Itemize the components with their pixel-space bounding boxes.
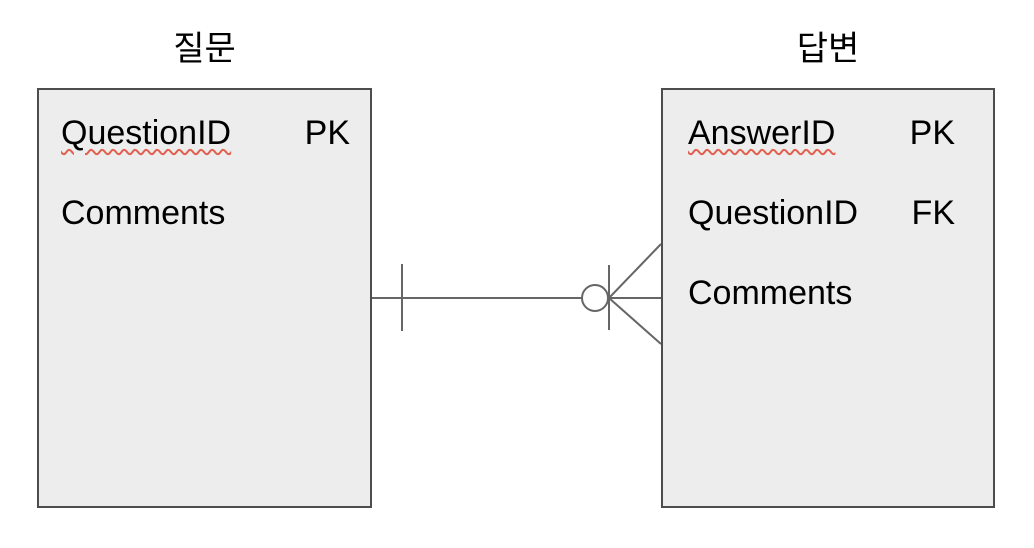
field-row: QuestionID PK	[39, 93, 370, 173]
field-key-badge: PK	[909, 113, 955, 152]
field-row: Comments	[39, 173, 370, 253]
field-key-badge: FK	[911, 193, 955, 232]
field-key-badge: PK	[304, 113, 350, 152]
field-name: QuestionID	[61, 113, 232, 152]
field-name: Comments	[688, 273, 853, 312]
entity-title-answer: 답변	[796, 30, 860, 68]
field-name: Comments	[61, 193, 226, 232]
field-name: AnswerID	[688, 113, 836, 152]
crow-foot-lower-prong	[608, 297, 662, 345]
entity-box-answer[interactable]: AnswerID PK QuestionID FK Comments	[661, 88, 995, 508]
field-row: QuestionID FK	[663, 173, 993, 253]
field-name: QuestionID	[688, 193, 859, 232]
entity-box-question[interactable]: QuestionID PK Comments	[37, 88, 372, 508]
entity-title-question: 질문	[173, 30, 236, 68]
zero-cardinality-circle	[581, 284, 609, 312]
crow-foot-upper-prong	[608, 243, 662, 299]
field-row: Comments	[663, 253, 993, 333]
field-row: AnswerID PK	[663, 93, 993, 173]
